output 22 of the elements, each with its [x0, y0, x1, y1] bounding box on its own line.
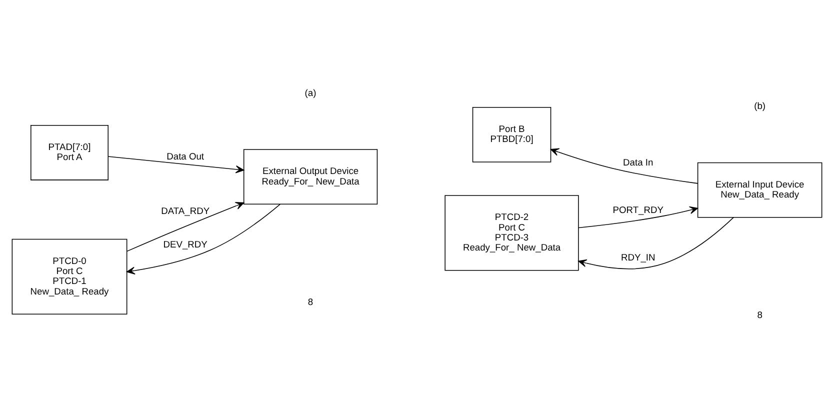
edge-label: DATA_RDY [161, 205, 210, 216]
edge-label: Data In [623, 157, 654, 168]
node-box: PTCD-2 Port C PTCD-3 Ready_For_ New_Data [444, 194, 579, 270]
label: (a) [304, 87, 316, 98]
arrow [578, 206, 698, 228]
edge-label: DEV_RDY [163, 238, 208, 249]
node-box: External Output Device Ready_For_ New_Data [243, 148, 378, 204]
node-box: PTCD-0 Port C PTCD-1 New_Data_ Ready [12, 238, 128, 314]
label: 8 [308, 296, 314, 306]
arrow [126, 203, 281, 274]
edge-label: Data Out [166, 150, 204, 161]
label: 8 [757, 310, 762, 320]
arrow [126, 202, 244, 252]
edge-label: PORT_RDY [612, 204, 664, 215]
arrow [578, 216, 734, 269]
node-box: Port B PTBD[7:0] [472, 106, 552, 162]
arrow [108, 156, 244, 173]
node-box: PTAD[7:0] Port A [30, 124, 108, 180]
label: (b) [754, 100, 766, 111]
edge-label: RDY_IN [620, 252, 656, 262]
node-box: External Input Device New_Data_ Ready [697, 162, 822, 218]
arrow [550, 148, 698, 184]
